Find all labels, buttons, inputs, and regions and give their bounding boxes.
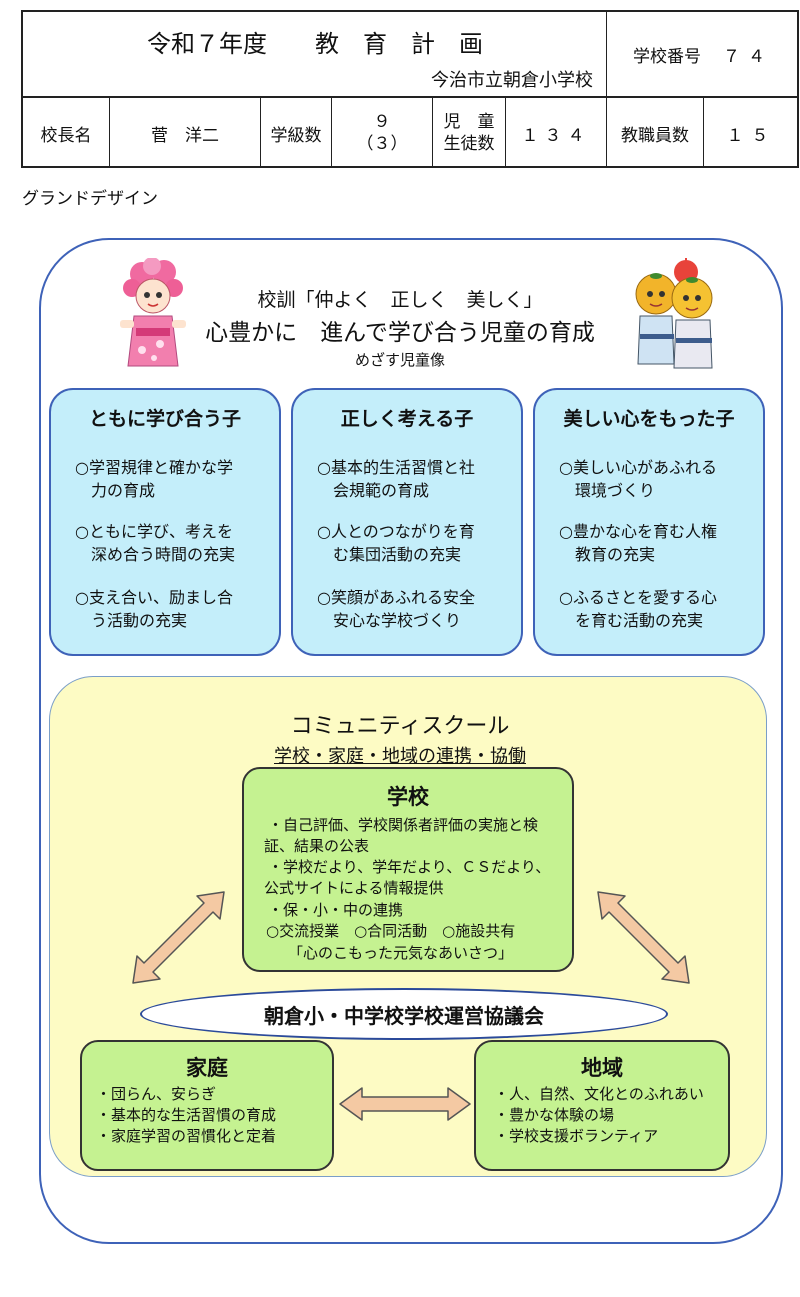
community-subtitle-wrap: 学校・家庭・地域の連携・協働 (0, 742, 800, 768)
education-vision: 心豊かに 進んで学び合う児童の育成 (205, 320, 595, 346)
classes-label: 学級数 (270, 125, 322, 146)
school-motto: 校訓「仲よく 正しく 美しく」 (257, 289, 543, 311)
community-school-subtitle: 学校・家庭・地域の連携・協働 (274, 746, 526, 767)
home-line: ・基本的な生活習慣の育成 (96, 1106, 277, 1124)
arrow-school-home-icon (132, 891, 225, 984)
header-table: 令和７年度 教 育 計 画 今治市立朝倉小学校 学校番号 ７４ 校長名 菅 洋二… (21, 10, 799, 168)
region-line: ・学校支援ボランティア (494, 1127, 659, 1145)
community-school-title: コミュニティスクール (290, 714, 510, 739)
region-line: ・豊かな体験の場 (494, 1106, 615, 1124)
home-line: ・家庭学習の習慣化と定着 (96, 1127, 277, 1145)
school-name: 今治市立朝倉小学校 (431, 70, 593, 91)
region-line: ・人、自然、文化とのふれあい (494, 1085, 704, 1103)
goal-title: 正しく考える子 (340, 408, 474, 430)
plan-title: 令和７年度 教 育 計 画 (147, 30, 483, 58)
goal-title: 美しい心をもった子 (563, 408, 735, 430)
school-box: 学校 ・自己評価、学校関係者評価の実施と検 証、結果の公表 ・学校だより、学年だ… (242, 767, 574, 972)
classes-sub: （３） (356, 134, 408, 154)
goal-item: ○支え合い、励まし合 う活動の充実 (75, 588, 233, 630)
classes-cell: ９ （３） (332, 98, 432, 168)
school-box-title: 学校 (387, 785, 429, 809)
goal-item: ○ともに学び、考えを 深め合う時間の充実 (75, 522, 236, 564)
goal-item: ○基本的生活習慣と社 会規範の育成 (317, 458, 475, 500)
principal-label: 校長名 (40, 125, 92, 146)
school-line: ○交流授業 ○合同活動 ○施設共有 (266, 922, 516, 940)
goal-box-learn-together: ともに学び合う子 ○学習規律と確かな学 力の育成 ○ともに学び、考えを 深め合う… (49, 388, 281, 656)
school-number-cell: 学校番号 ７４ (607, 12, 799, 96)
home-box: 家庭 ・団らん、安らぎ ・基本的な生活習慣の育成 ・家庭学習の習慣化と定着 (80, 1040, 334, 1171)
staff-value: １５ (726, 125, 777, 146)
school-number: ７４ (723, 46, 773, 67)
principal-name: 菅 洋二 (151, 125, 219, 146)
region-box: 地域 ・人、自然、文化とのふれあい ・豊かな体験の場 ・学校支援ボランティア (474, 1040, 730, 1171)
goal-title: ともに学び合う子 (88, 408, 241, 430)
school-line: ・自己評価、学校関係者評価の実施と検 (268, 816, 539, 834)
plan-title-cell: 令和７年度 教 育 計 画 今治市立朝倉小学校 (23, 12, 607, 96)
section-title: グランドデザイン (22, 189, 158, 209)
arrow-home-region-icon (339, 1087, 471, 1121)
goal-item: ○学習規律と確かな学 力の育成 (75, 458, 233, 500)
school-line: 公式サイトによる情報提供 (264, 879, 444, 897)
arrow-school-region-icon (597, 891, 690, 984)
goal-item: ○笑顔があふれる安全 安心な学校づくり (317, 588, 475, 630)
students-label-cell: 児 童 生徒数 (433, 98, 505, 168)
goal-item: ○ふるさとを愛する心 を育む活動の充実 (559, 588, 717, 630)
goal-item: ○豊かな心を育む人権 教育の充実 (559, 522, 717, 564)
goal-box-think-correctly: 正しく考える子 ○基本的生活習慣と社 会規範の育成 ○人とのつながりを育 む集団… (291, 388, 523, 656)
home-box-title: 家庭 (186, 1056, 228, 1080)
school-line: 証、結果の公表 (264, 837, 370, 855)
goal-item: ○美しい心があふれる 環境づくり (559, 458, 717, 500)
classes-value: ９ (373, 112, 391, 132)
region-box-title: 地域 (581, 1056, 623, 1080)
students-label-2: 生徒数 (443, 134, 495, 154)
school-line: ・保・小・中の連携 (268, 901, 404, 919)
students-label-1: 児 童 (443, 112, 495, 132)
school-number-label: 学校番号 (633, 46, 701, 67)
ideal-student-label: めざす児童像 (354, 351, 445, 369)
school-line: ・学校だより、学年だより、ＣＳだより、 (268, 858, 551, 876)
staff-label: 教職員数 (621, 125, 689, 146)
citrus-mascots-icon (635, 258, 713, 369)
home-line: ・団らん、安らぎ (96, 1085, 217, 1103)
goal-box-beautiful-heart: 美しい心をもった子 ○美しい心があふれる 環境づくり ○豊かな心を育む人権 教育… (533, 388, 765, 656)
girl-mascot-icon (120, 258, 186, 367)
goal-item: ○人とのつながりを育 む集団活動の充実 (317, 522, 475, 564)
school-council-ellipse: 朝倉小・中学校学校運営協議会 (140, 988, 668, 1040)
students-value: １３４ (521, 125, 591, 146)
school-slogan: 「心のこもった元気なあいさつ」 (288, 944, 514, 962)
